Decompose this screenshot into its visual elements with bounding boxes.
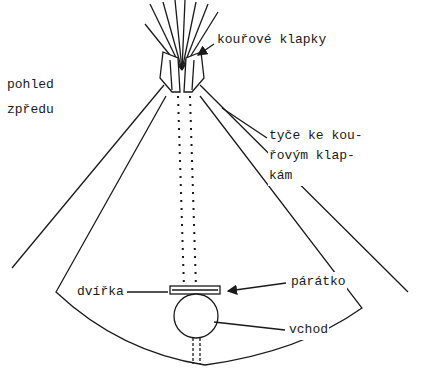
- callout-label: dvířka: [76, 282, 125, 302]
- callout-label: vchod: [288, 320, 329, 340]
- view-label: pohled zpředu: [6, 72, 68, 122]
- tipi-drawing: [12, 0, 408, 365]
- callout-label: párátko: [290, 272, 347, 292]
- callout-label: tyče ke kou- řovým klap- kám: [268, 126, 375, 186]
- callout-label: kouřové klapky: [216, 30, 327, 50]
